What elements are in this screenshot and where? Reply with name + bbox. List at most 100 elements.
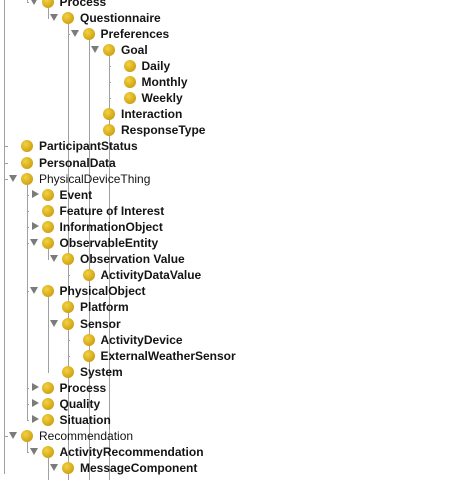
tree-connector-line — [68, 23, 69, 480]
expanded-triangle-icon[interactable] — [50, 10, 59, 26]
collapsed-triangle-icon[interactable] — [30, 412, 39, 428]
collapsed-triangle-icon[interactable] — [30, 396, 39, 412]
tree-connector-line — [27, 184, 28, 421]
expanded-triangle-icon[interactable] — [50, 460, 59, 476]
tree-node-label: Goal — [121, 42, 148, 57]
tree-connector-line — [4, 162, 8, 164]
tree-node-label: ActivityDevice — [100, 332, 183, 347]
tree-node[interactable]: Daily — [112, 58, 171, 74]
tree-node-label: ObservableEntity — [59, 236, 159, 250]
tree-node-label: ActivityRecommendation — [59, 445, 204, 460]
tree-node[interactable]: ResponseType — [91, 122, 205, 138]
class-circle-icon — [62, 11, 74, 24]
expanded-triangle-icon[interactable] — [29, 444, 39, 460]
tree-node[interactable]: ActivityDevice — [71, 332, 183, 348]
tree-node-label: Recommendation — [39, 429, 134, 444]
expanded-triangle-icon[interactable] — [70, 26, 80, 42]
tree-connector-line — [27, 0, 28, 2]
tree-node-label: Daily — [141, 58, 171, 73]
tree-node-label: Interaction — [121, 107, 183, 122]
tree-node[interactable]: Feature of Interest — [30, 203, 165, 219]
tree-connector-line — [47, 297, 49, 372]
tree-node[interactable]: Quality — [30, 396, 101, 412]
collapsed-triangle-icon[interactable] — [30, 219, 39, 235]
tree-connector-line — [47, 259, 49, 261]
class-circle-icon — [21, 172, 33, 185]
tree-node[interactable]: Monthly — [112, 74, 188, 90]
tree-node[interactable]: ParticipantStatus — [9, 138, 138, 154]
class-circle-icon — [62, 317, 74, 330]
tree-connector-line — [47, 17, 49, 19]
collapsed-triangle-icon[interactable] — [30, 187, 39, 203]
tree-node[interactable]: Questionnaire — [50, 10, 161, 26]
tree-connector-line — [47, 458, 49, 480]
expanded-triangle-icon[interactable] — [9, 171, 18, 187]
class-circle-icon — [41, 381, 54, 394]
tree-node-label: PersonalData — [39, 155, 116, 170]
class-circle-icon — [41, 237, 54, 249]
tree-node-label: Process — [59, 380, 107, 395]
class-circle-icon — [62, 253, 74, 266]
tree-connector-line — [27, 452, 29, 454]
class-circle-icon — [82, 27, 95, 40]
tree-node[interactable]: Recommendation — [9, 428, 133, 444]
expanded-triangle-icon[interactable] — [9, 428, 18, 444]
tree-node-label: ResponseType — [121, 123, 206, 138]
tree-node[interactable]: MessageComponent — [50, 460, 197, 476]
tree-node[interactable]: PhysicalObject — [29, 283, 146, 299]
tree-node[interactable]: Sensor — [50, 316, 121, 332]
class-circle-icon — [21, 430, 33, 443]
tree-node-label: System — [80, 364, 123, 379]
tree-node[interactable]: InformationObject — [30, 219, 163, 235]
expanded-triangle-icon[interactable] — [91, 42, 100, 58]
class-circle-icon — [123, 59, 136, 72]
tree-connector-line — [27, 420, 29, 422]
class-circle-icon — [82, 269, 95, 282]
tree-node[interactable]: Goal — [91, 42, 148, 58]
tree-node[interactable]: Preferences — [70, 26, 169, 42]
collapsed-triangle-icon[interactable] — [30, 380, 39, 396]
tree-node[interactable]: ActivityDataValue — [71, 267, 201, 283]
tree-node[interactable]: Process — [29, 0, 107, 10]
class-circle-icon — [123, 92, 136, 105]
tree-connector-line — [47, 371, 49, 373]
tree-node[interactable]: ExternalWeatherSensor — [71, 348, 236, 364]
tree-connector-line — [4, 146, 8, 148]
tree-node[interactable]: System — [50, 364, 123, 380]
tree-node[interactable]: ActivityRecommendation — [29, 444, 204, 460]
tree-node-label: Process — [59, 0, 107, 9]
tree-node[interactable]: Event — [30, 187, 93, 203]
class-circle-icon — [62, 462, 74, 475]
expanded-triangle-icon[interactable] — [29, 235, 39, 251]
tree-connector-line — [27, 1, 29, 3]
tree-node[interactable]: Platform — [50, 299, 129, 315]
tree-node[interactable]: Process — [30, 380, 107, 396]
tree-connector-line — [47, 249, 49, 260]
tree-node-label: Monthly — [141, 75, 188, 89]
tree-node[interactable]: PersonalData — [9, 155, 116, 171]
class-circle-icon — [103, 124, 115, 137]
class-circle-icon — [82, 349, 95, 362]
tree-connector-line — [4, 178, 8, 180]
tree-connector-line — [109, 55, 110, 480]
tree-node-label: PhysicalDeviceThing — [39, 171, 151, 186]
tree-node-label: Observation Value — [80, 252, 185, 267]
class-circle-icon — [41, 285, 54, 298]
tree-node[interactable]: Weekly — [112, 90, 183, 106]
class-circle-icon — [41, 414, 54, 427]
expanded-triangle-icon[interactable] — [50, 251, 59, 267]
tree-node-label: Event — [59, 187, 93, 202]
expanded-triangle-icon[interactable] — [50, 316, 59, 332]
tree-node[interactable]: Observation Value — [50, 251, 185, 267]
tree-node[interactable]: Situation — [30, 412, 111, 428]
class-circle-icon — [21, 140, 33, 153]
expanded-triangle-icon[interactable] — [29, 283, 39, 299]
tree-node[interactable]: ObservableEntity — [29, 235, 159, 251]
tree-node[interactable]: PhysicalDeviceThing — [9, 171, 150, 187]
tree-node-label: Feature of Interest — [59, 203, 165, 218]
expanded-triangle-icon[interactable] — [29, 0, 39, 10]
tree-node[interactable]: Interaction — [91, 106, 182, 122]
tree-connector-line — [88, 39, 90, 480]
tree-node-label: Quality — [59, 397, 101, 411]
